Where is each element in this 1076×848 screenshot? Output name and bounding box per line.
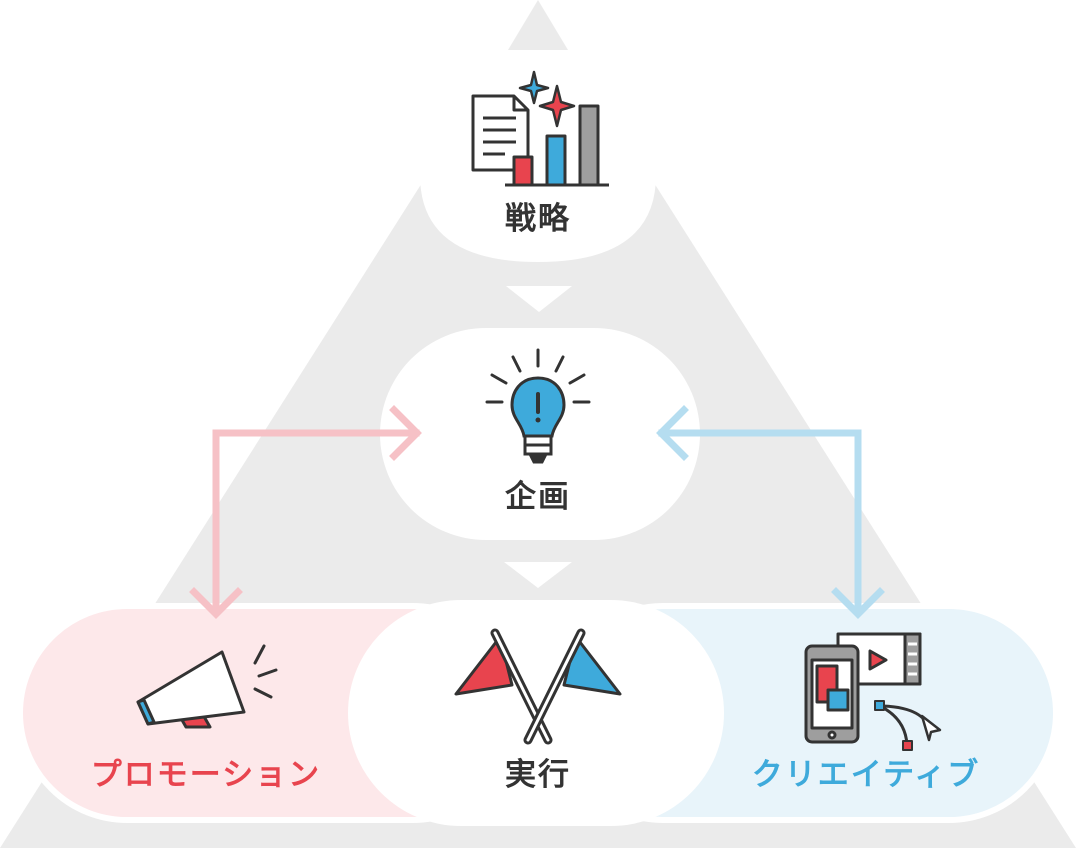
planning-label: 企画 [505, 479, 571, 515]
strategy-label: 戦略 [505, 201, 571, 237]
crossed-flags-icon [454, 628, 622, 745]
down-arrow-2 [504, 562, 572, 588]
promotion-flow-arrow [189, 405, 422, 619]
pyramid-tip [508, 0, 568, 50]
execution-label: 実行 [505, 757, 571, 793]
smartphone-video-bezier-icon [804, 632, 942, 751]
creative-flow-arrow [656, 405, 885, 619]
document-chart-sparkle-icon [471, 70, 609, 187]
down-arrow-1 [506, 286, 572, 312]
promotion-label: プロモーション [90, 757, 322, 793]
megaphone-icon [136, 644, 278, 729]
strategy-panel [420, 0, 656, 262]
creative-label: クリエイティブ [751, 757, 981, 793]
lightbulb-icon [485, 348, 591, 464]
